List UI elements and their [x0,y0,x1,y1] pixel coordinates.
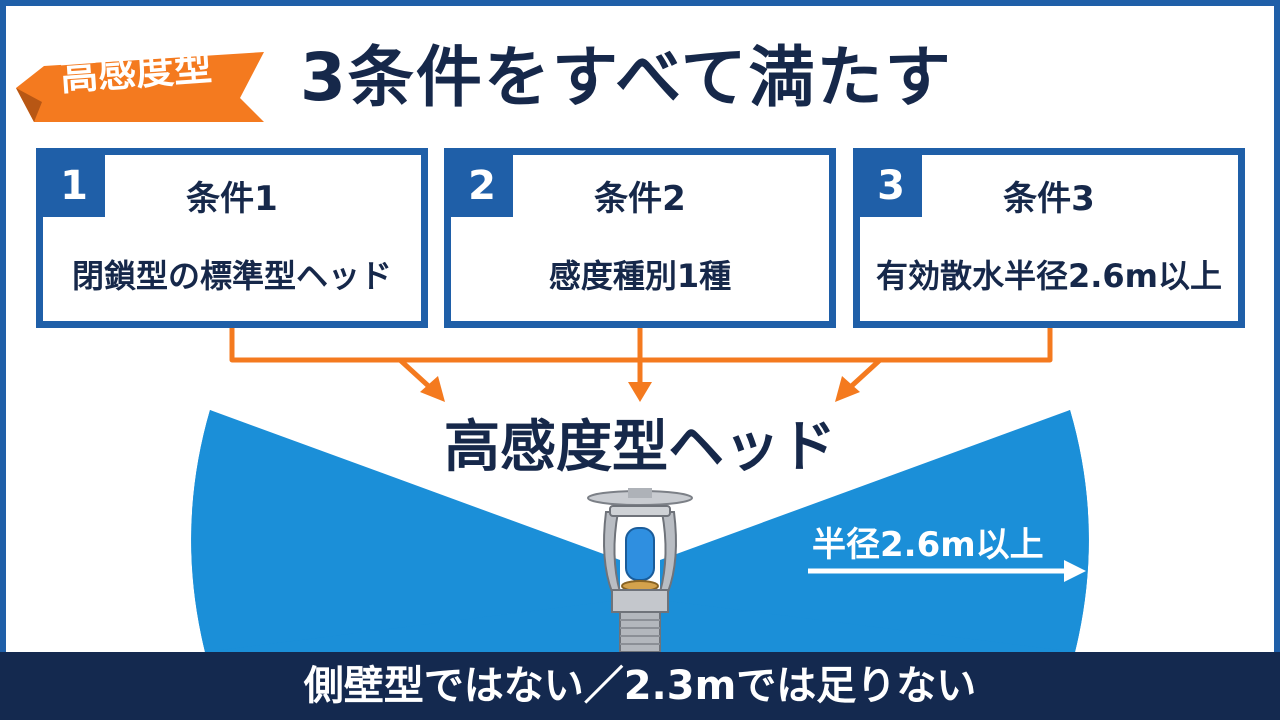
condition-text: 閉鎖型の標準型ヘッド [71,257,392,295]
condition-heading: 条件1 [176,177,288,221]
badge-ribbon [16,52,264,122]
condition-heading: 条件3 [993,177,1105,221]
radius-arrow [808,560,1086,582]
spray-right-top [660,410,1089,652]
condition-card-3: 3 条件3 有効散水半径2.6m以上 [853,148,1245,328]
page-title: 3条件をすべて満たす [300,39,953,116]
arrow-heads [420,376,860,402]
footer-bar: 側壁型ではない／2.3mでは足りない [0,652,1280,720]
radius-label: 半径2.6m以上 [812,525,1044,565]
result-label: 高感度型ヘッド [444,415,836,480]
footer-note: 側壁型ではない／2.3mでは足りない [303,663,977,709]
spray-left-top [191,410,620,652]
condition-number: 1 [43,155,105,217]
condition-text: 有効散水半径2.6m以上 [875,257,1223,295]
condition-number: 2 [451,155,513,217]
condition-text: 感度種別1種 [548,257,732,295]
condition-number: 3 [860,155,922,217]
condition-heading: 条件2 [584,177,696,221]
condition-card-1: 1 条件1 閉鎖型の標準型ヘッド [36,148,428,328]
condition-card-2: 2 条件2 感度種別1種 [444,148,836,328]
